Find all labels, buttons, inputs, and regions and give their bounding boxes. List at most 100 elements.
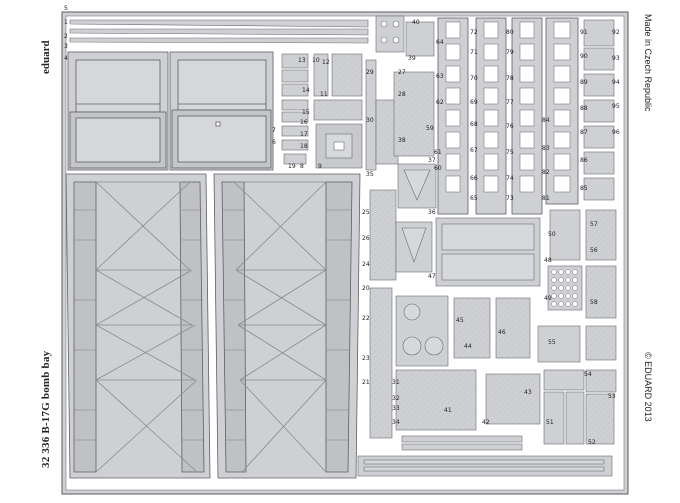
part-number: 72 — [470, 29, 478, 36]
part-number: 7 — [272, 127, 276, 134]
rivet-hole — [558, 269, 564, 275]
part-number: 1 — [64, 19, 68, 26]
grid-window — [553, 153, 571, 171]
rivet-hole — [565, 301, 571, 307]
part-number: 45 — [456, 317, 464, 324]
part-number: 73 — [506, 195, 514, 202]
small-parts-cluster-d — [369, 217, 585, 445]
part-number: 84 — [542, 117, 550, 124]
part-number: 12 — [322, 59, 330, 66]
fret-title: 32 336 B-17G bomb bay — [40, 350, 52, 468]
part-number: 43 — [524, 389, 532, 396]
part-number: 19 — [288, 163, 296, 170]
part-number: 4 — [64, 55, 68, 62]
grid-window — [553, 175, 571, 193]
part-number: 6 — [272, 139, 276, 146]
part-number: 36 — [428, 209, 436, 216]
part-number: 44 — [464, 343, 472, 350]
part-number: 27 — [398, 69, 406, 76]
grid-window — [483, 109, 499, 127]
part-number: 14 — [302, 87, 310, 94]
bay-box-left — [67, 51, 169, 171]
part-number: 62 — [436, 99, 444, 106]
part-number: 63 — [436, 73, 444, 80]
part-number: 56 — [590, 247, 598, 254]
grid-window — [553, 87, 571, 105]
part-number: 32 — [392, 395, 400, 402]
grid-window — [445, 65, 461, 83]
part-number: 81 — [542, 195, 550, 202]
grid-window — [519, 43, 535, 61]
brand-label: eduard — [40, 40, 52, 74]
grid-window — [483, 43, 499, 61]
rivet-hole — [565, 293, 571, 299]
part-number: 48 — [544, 257, 552, 264]
part-number: 35 — [366, 171, 374, 178]
part-number: 31 — [392, 379, 400, 386]
part-number: 9 — [318, 163, 322, 170]
part-number: 22 — [362, 315, 370, 322]
part-number: 37 — [428, 157, 436, 164]
grid-window — [445, 109, 461, 127]
grid-window — [483, 65, 499, 83]
part-number: 5 — [64, 5, 68, 12]
part-number: 13 — [298, 57, 306, 64]
rivet-hole — [565, 269, 571, 275]
bomb-bay-door-right — [213, 173, 361, 479]
rivet-hole — [558, 293, 564, 299]
rivet-hole — [572, 285, 578, 291]
grid-window — [553, 21, 571, 39]
part-number: 75 — [506, 149, 514, 156]
part-number: 88 — [580, 105, 588, 112]
rivet-hole — [565, 285, 571, 291]
small-parts-cluster-c — [537, 19, 617, 445]
bottom-strip — [357, 435, 613, 477]
rivet-hole — [558, 285, 564, 291]
part-number: 20 — [362, 285, 370, 292]
part-number: 53 — [608, 393, 616, 400]
grid-window — [519, 65, 535, 83]
part-number: 15 — [302, 109, 310, 116]
origin-label: Made in Czech Republic — [643, 14, 653, 112]
part-number: 89 — [580, 79, 588, 86]
rivet-hole — [565, 277, 571, 283]
part-number: 71 — [470, 49, 478, 56]
part-number: 60 — [434, 165, 442, 172]
part-number: 64 — [436, 39, 444, 46]
part-number: 30 — [366, 117, 374, 124]
part-number: 70 — [470, 75, 478, 82]
rivet-hole — [572, 293, 578, 299]
part-number: 96 — [612, 129, 620, 136]
grid-window — [553, 65, 571, 83]
rivet-hole — [572, 269, 578, 275]
part-number: 24 — [362, 261, 370, 268]
small-parts-cluster-b — [365, 15, 437, 281]
part-number: 76 — [506, 123, 514, 130]
rivet-hole — [551, 269, 557, 275]
rivet-hole — [558, 301, 564, 307]
grid-window — [553, 109, 571, 127]
grid-window — [519, 175, 535, 193]
part-number: 80 — [506, 29, 514, 36]
rivet-grid — [551, 269, 578, 307]
grid-window — [483, 175, 499, 193]
grid-window — [483, 87, 499, 105]
part-number: 87 — [580, 129, 588, 136]
part-number: 66 — [470, 175, 478, 182]
part-number: 2 — [64, 33, 68, 40]
part-number: 23 — [362, 355, 370, 362]
part-number: 58 — [590, 299, 598, 306]
part-number: 39 — [408, 55, 416, 62]
part-number: 78 — [506, 75, 514, 82]
grid-window — [483, 21, 499, 39]
grid-window — [445, 43, 461, 61]
rivet-hole — [572, 301, 578, 307]
part-number: 54 — [584, 371, 592, 378]
rivet-hole — [551, 285, 557, 291]
part-number: 85 — [580, 185, 588, 192]
part-number: 17 — [300, 131, 308, 138]
grid-window — [519, 87, 535, 105]
part-number: 11 — [320, 91, 328, 98]
part-number: 3 — [64, 43, 68, 50]
